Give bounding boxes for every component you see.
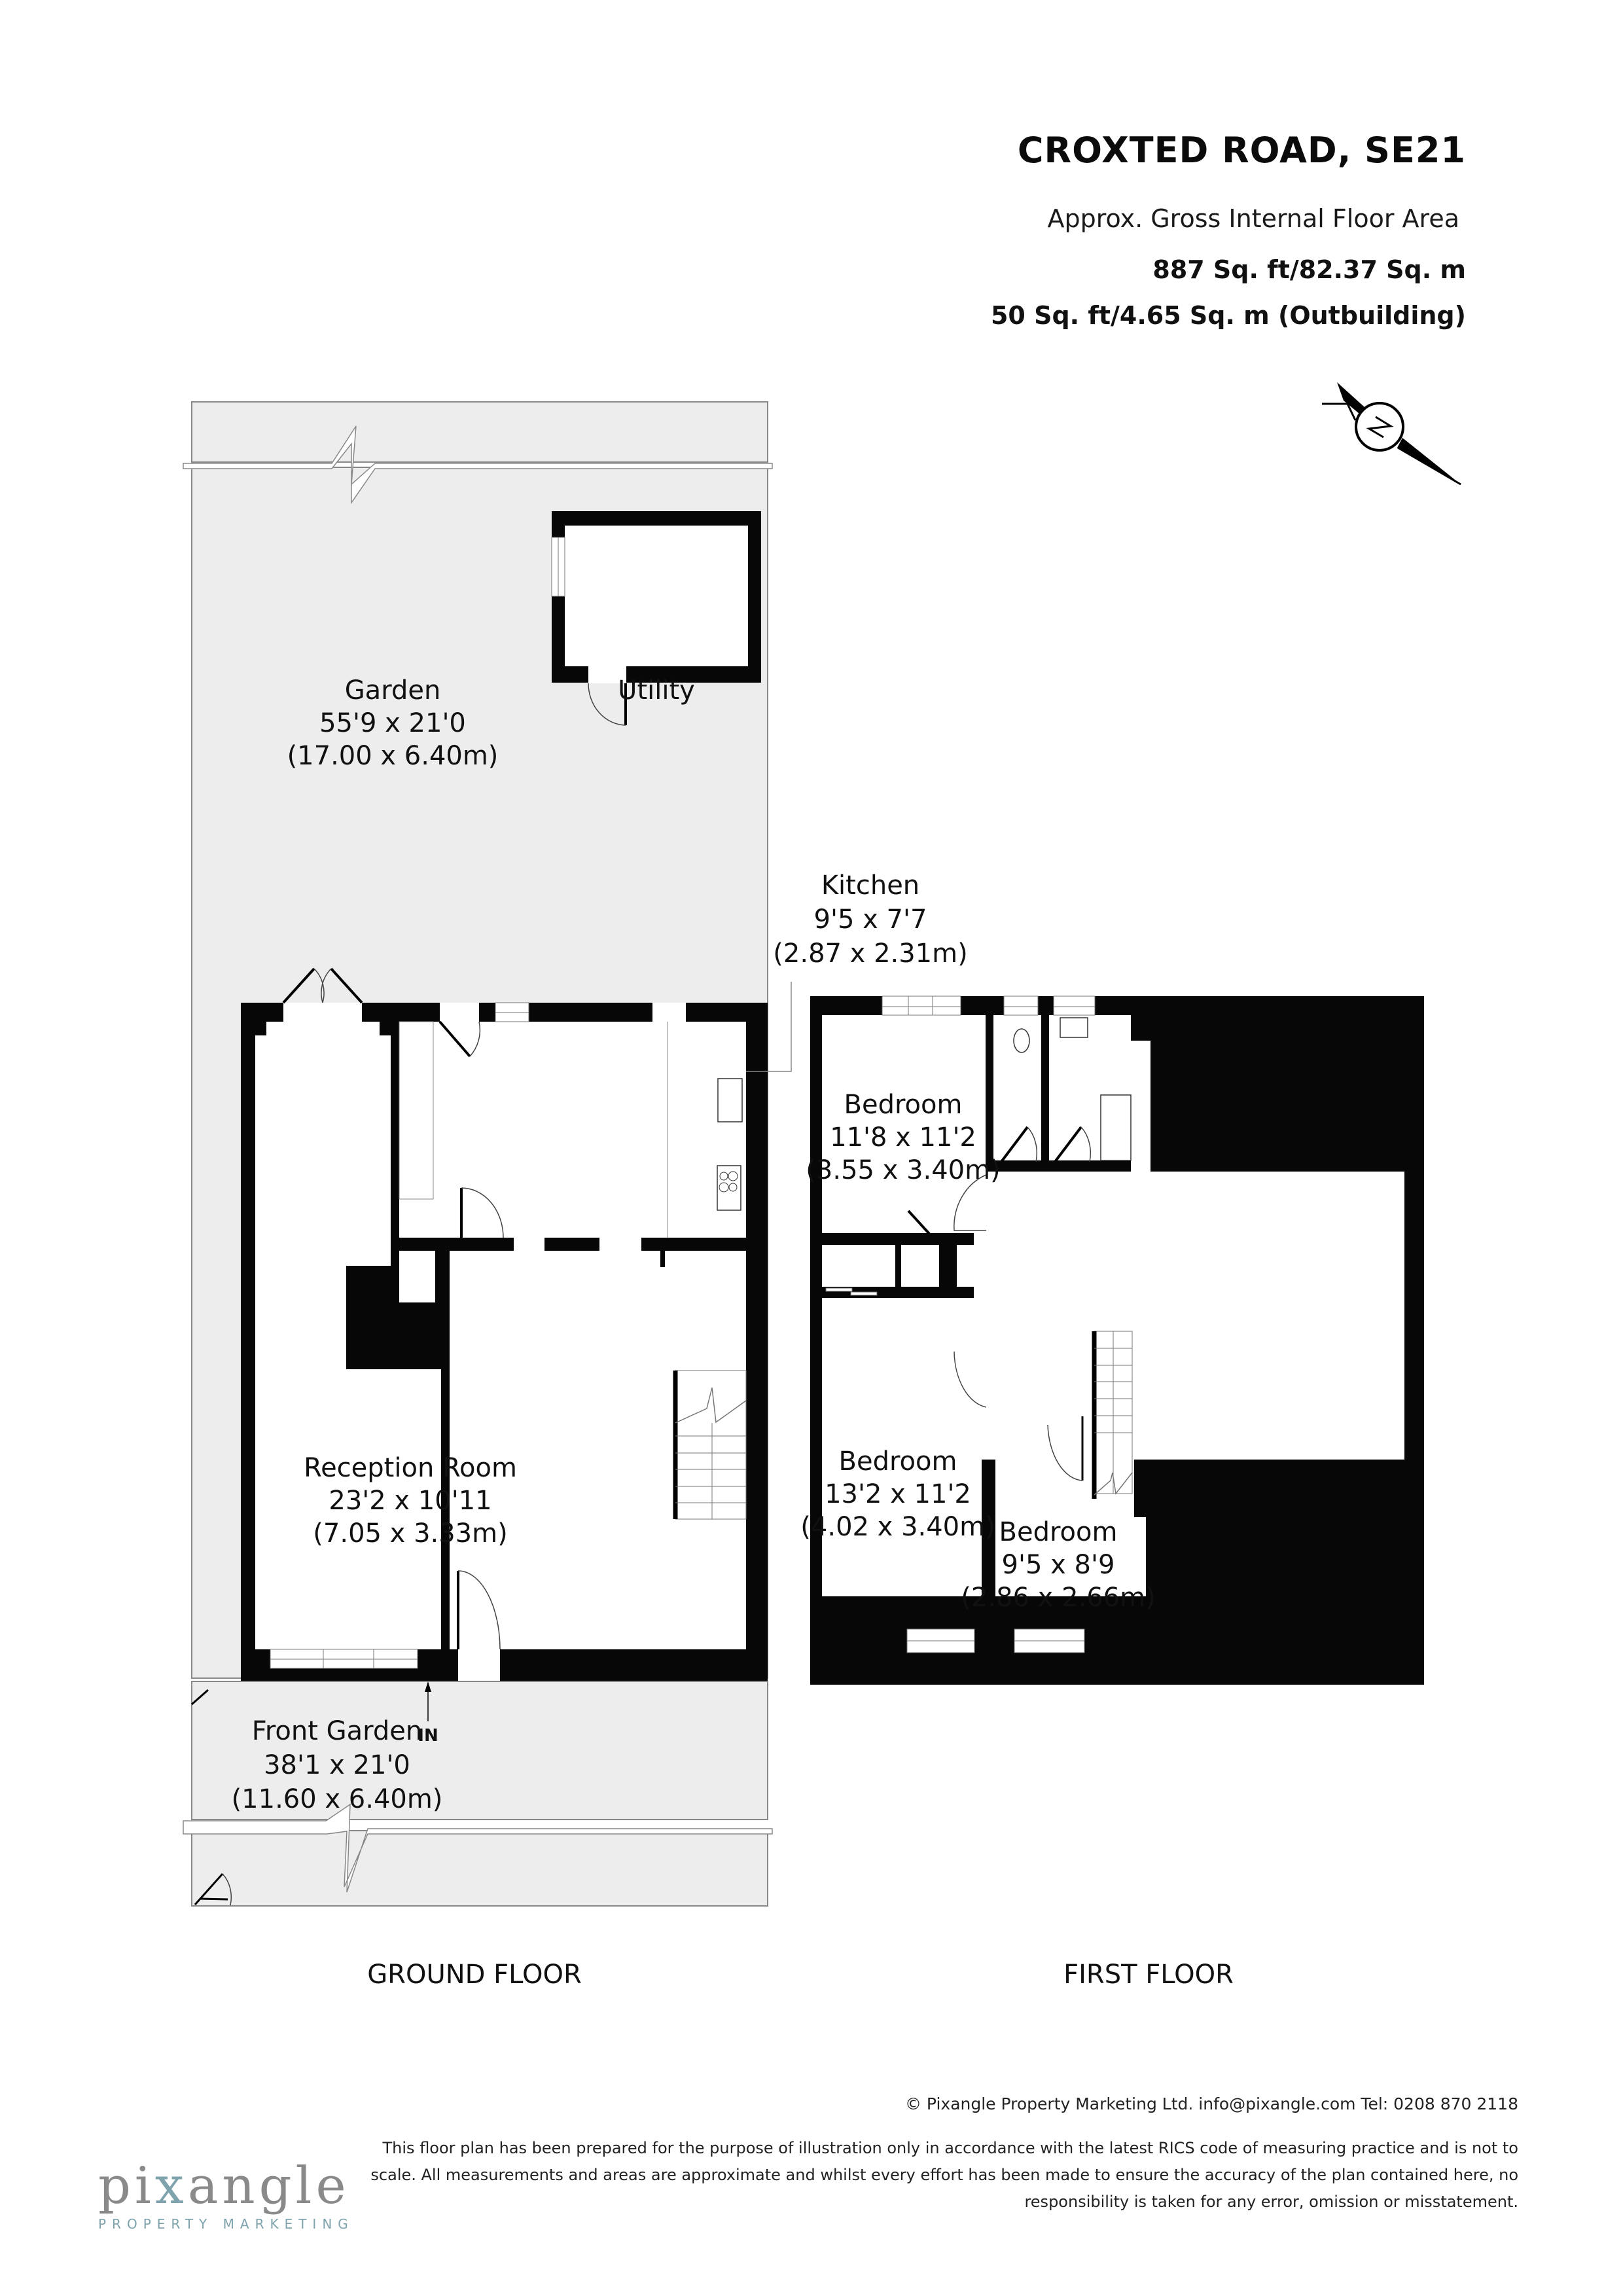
reception-size-metric: (7.05 x 3.33m) (313, 1518, 507, 1549)
reception-size-imperial: 23'2 x 10'11 (329, 1486, 491, 1516)
front-garden-size-imperial: 38'1 x 21'0 (264, 1750, 410, 1780)
garden-size-metric: (17.00 x 6.40m) (287, 741, 499, 771)
ground-floor-plan: Garden 55'9 x 21'0 (17.00 x 6.40m) Utili… (183, 401, 968, 1990)
basin-icon (1060, 1017, 1088, 1038)
entrance-arrow-icon (425, 1681, 431, 1721)
front-garden-name: Front Garden (252, 1716, 423, 1746)
logo-word-part: pi (98, 2157, 155, 2215)
property-title: CROXTED ROAD, SE21 (1017, 130, 1466, 171)
floor-area-caption: Approx. Gross Internal Floor Area (1047, 204, 1459, 233)
garden-name: Garden (345, 675, 441, 706)
main-floor-area: 887 Sq. ft/82.37 Sq. m (1152, 255, 1466, 284)
kitchen-sink-icon (717, 1078, 743, 1122)
outbuilding-floor-area: 50 Sq. ft/4.65 Sq. m (Outbuilding) (990, 301, 1466, 330)
garden-top-strip (191, 401, 768, 463)
logo-tagline: PROPERTY MARKETING (98, 2216, 354, 2232)
bedroom-2-size-imperial: 13'2 x 11'2 (825, 1479, 971, 1509)
disclaimer-text: This floor plan has been prepared for th… (370, 2139, 1518, 2211)
logo-word-accent: x (154, 2157, 188, 2215)
bedroom-2-size-metric: (4.02 x 3.40m) (800, 1512, 995, 1542)
first-floor-label: FIRST FLOOR (1063, 1960, 1234, 1990)
ground-floor-walls (241, 967, 768, 1681)
copyright-contact: © Pixangle Property Marketing Ltd. info@… (904, 2094, 1518, 2113)
kitchen-size-imperial: 9'5 x 7'7 (814, 905, 927, 935)
bedroom-3-size-imperial: 9'5 x 8'9 (1002, 1550, 1115, 1580)
garden-size-imperial: 55'9 x 21'0 (319, 708, 466, 738)
bedroom-1-size-metric: (3.55 x 3.40m) (806, 1155, 1000, 1185)
front-garden-break-symbol (183, 1803, 773, 1893)
front-garden-bottom-strip (191, 1830, 768, 1907)
garden-break-symbol (183, 425, 773, 505)
logo-wordmark: pixangle (98, 2160, 360, 2212)
toilet-icon (1013, 1028, 1030, 1053)
utility-name: Utility (618, 675, 695, 706)
entrance-label: IN (418, 1726, 438, 1746)
kitchen-leader-line (746, 982, 792, 1072)
bedroom-3-size-metric: (2.86 x 2.66m) (961, 1583, 1155, 1613)
bedroom-2-name: Bedroom (839, 1446, 957, 1477)
shower-tray-icon (1100, 1094, 1132, 1161)
logo-word-part: angle (187, 2157, 350, 2215)
ground-floor-label: GROUND FLOOR (367, 1960, 582, 1990)
reception-name: Reception Room (304, 1453, 517, 1483)
bedroom-1-name: Bedroom (844, 1090, 963, 1120)
utility-outbuilding (551, 511, 761, 726)
kitchen-name: Kitchen (821, 870, 919, 901)
front-garden-area (191, 1681, 768, 1820)
first-floor-plan: Bedroom 11'8 x 11'2 (3.55 x 3.40m) Bedro… (800, 996, 1424, 1990)
kitchen-size-metric: (2.87 x 2.31m) (773, 939, 967, 969)
bedroom-3-name: Bedroom (999, 1517, 1118, 1547)
pixangle-logo: pixangle PROPERTY MARKETING (98, 2160, 360, 2232)
north-arrow-compass-icon: N (1322, 382, 1461, 486)
front-garden-size-metric: (11.60 x 6.40m) (232, 1784, 443, 1814)
bedroom-1-size-imperial: 11'8 x 11'2 (830, 1122, 976, 1153)
